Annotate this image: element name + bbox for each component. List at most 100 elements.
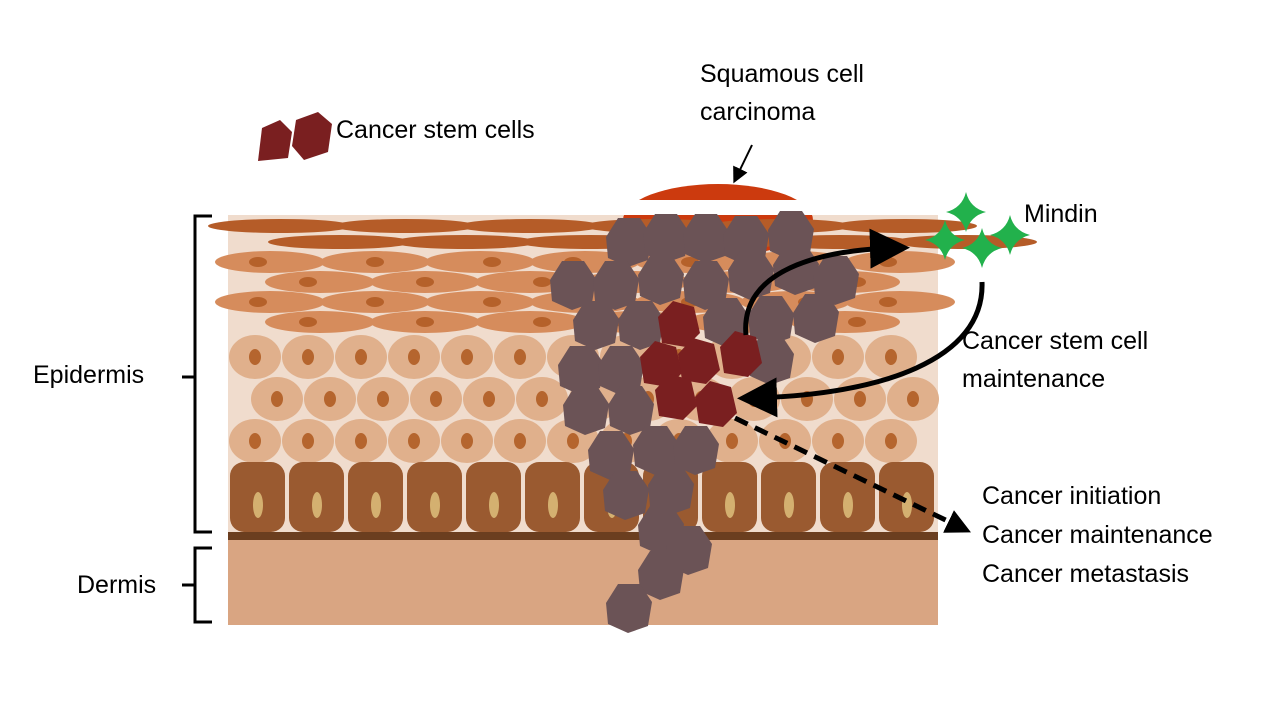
- tumor-cell: [550, 261, 596, 310]
- dermis-label: Dermis: [77, 571, 157, 599]
- tumor-cell: [748, 296, 794, 345]
- basal-nucleus: [489, 492, 499, 518]
- scc-label-1: Squamous cell: [700, 60, 864, 88]
- spinous-nucleus: [832, 349, 844, 365]
- tumor-cell: [633, 426, 679, 475]
- arrows: [733, 144, 985, 533]
- mindin-label: Mindin: [1024, 200, 1098, 228]
- spinous-nucleus: [302, 349, 314, 365]
- spinous-nucleus: [514, 349, 526, 365]
- granular-nucleus: [879, 257, 897, 267]
- tumor-cell: [643, 214, 689, 263]
- spinous-nucleus: [324, 391, 336, 407]
- corneum-cell: [833, 219, 977, 233]
- tumor-cell: [606, 584, 652, 633]
- granular-cell: [845, 251, 955, 273]
- basal-nucleus: [843, 492, 853, 518]
- cancer-stem-cell: [655, 374, 697, 420]
- granular-cell: [265, 311, 375, 333]
- epidermis-label: Epidermis: [33, 361, 145, 389]
- spinous-nucleus: [271, 391, 283, 407]
- tumor-cell: [588, 431, 634, 480]
- mindin-star-icon: [990, 215, 1030, 255]
- tumor-cell: [593, 261, 639, 310]
- spinous-nucleus: [536, 391, 548, 407]
- corneum-cell: [393, 235, 537, 249]
- granular-cell: [425, 291, 535, 313]
- spinous-nucleus: [885, 349, 897, 365]
- corneum-cell: [268, 235, 412, 249]
- scc-pointer-arrow: [733, 144, 753, 184]
- basal-nucleus: [902, 492, 912, 518]
- granular-nucleus: [299, 317, 317, 327]
- spinous-nucleus: [514, 433, 526, 449]
- tumor-cell: [563, 386, 609, 435]
- granular-nucleus: [299, 277, 317, 287]
- outcome-dashed-arrow: [733, 415, 971, 533]
- tumor-cell: [683, 261, 729, 310]
- basal-nucleus: [430, 492, 440, 518]
- spinous-nucleus: [430, 391, 442, 407]
- basal-nucleus: [548, 492, 558, 518]
- cap-mask: [600, 200, 840, 215]
- spinous-nucleus: [907, 391, 919, 407]
- granular-nucleus: [483, 297, 501, 307]
- csc-maintenance-label-2: maintenance: [962, 365, 1106, 393]
- basement-membrane: [228, 532, 938, 540]
- spinous-nucleus: [885, 433, 897, 449]
- basal-nucleus: [253, 492, 263, 518]
- granular-nucleus: [416, 277, 434, 287]
- granular-cell: [425, 251, 535, 273]
- tumor-cell: [673, 426, 719, 475]
- spinous-nucleus: [355, 349, 367, 365]
- tumor-cell: [618, 301, 664, 350]
- spinous-nucleus: [249, 349, 261, 365]
- mindin-secretion-arrow: [743, 228, 910, 336]
- granular-cell: [215, 291, 325, 313]
- corneum-cell: [333, 219, 477, 233]
- cancer-stem-cell-legend-icon: [258, 112, 332, 161]
- legend-label: Cancer stem cells: [336, 116, 535, 144]
- tumor-cell: [638, 256, 684, 305]
- corneum-cell: [208, 219, 352, 233]
- granular-nucleus: [533, 277, 551, 287]
- spinous-nucleus: [483, 391, 495, 407]
- granular-cell: [475, 311, 585, 333]
- spinous-nucleus: [854, 391, 866, 407]
- spinous-nucleus: [249, 433, 261, 449]
- mindin-star-icon: [946, 192, 986, 232]
- spinous-nucleus: [567, 433, 579, 449]
- mindin-stars: [925, 192, 1030, 268]
- outcome-metastasis: Cancer metastasis: [982, 560, 1190, 588]
- tumor-cell: [648, 466, 694, 515]
- spinous-nucleus: [377, 391, 389, 407]
- basal-nucleus: [371, 492, 381, 518]
- tumor-cell: [573, 301, 619, 350]
- tumor-cell: [683, 214, 729, 263]
- granular-nucleus: [879, 297, 897, 307]
- spinous-nucleus: [302, 433, 314, 449]
- epidermis-bracket: [182, 214, 212, 534]
- spinous-nucleus: [408, 349, 420, 365]
- tumor-cell: [603, 471, 649, 520]
- mindin-star-icon: [925, 220, 965, 260]
- dermis-bracket: [182, 546, 212, 624]
- cancer-stem-cell: [678, 338, 720, 384]
- tumor-cell: [606, 218, 652, 267]
- granular-nucleus: [533, 317, 551, 327]
- granular-cell: [845, 291, 955, 313]
- outcome-maintenance: Cancer maintenance: [982, 521, 1213, 549]
- basal-nucleus: [312, 492, 322, 518]
- outcome-initiation: Cancer initiation: [982, 482, 1162, 510]
- granular-nucleus: [366, 297, 384, 307]
- corneum-cell: [458, 219, 602, 233]
- mindin-star-icon: [962, 228, 1002, 268]
- tumor-cell: [748, 336, 794, 385]
- basal-nucleus: [784, 492, 794, 518]
- dermis-layer: [228, 540, 938, 625]
- cancer-stem-cell: [695, 381, 737, 427]
- tumor-cell: [558, 346, 604, 395]
- granular-nucleus: [416, 317, 434, 327]
- spinous-nucleus: [726, 433, 738, 449]
